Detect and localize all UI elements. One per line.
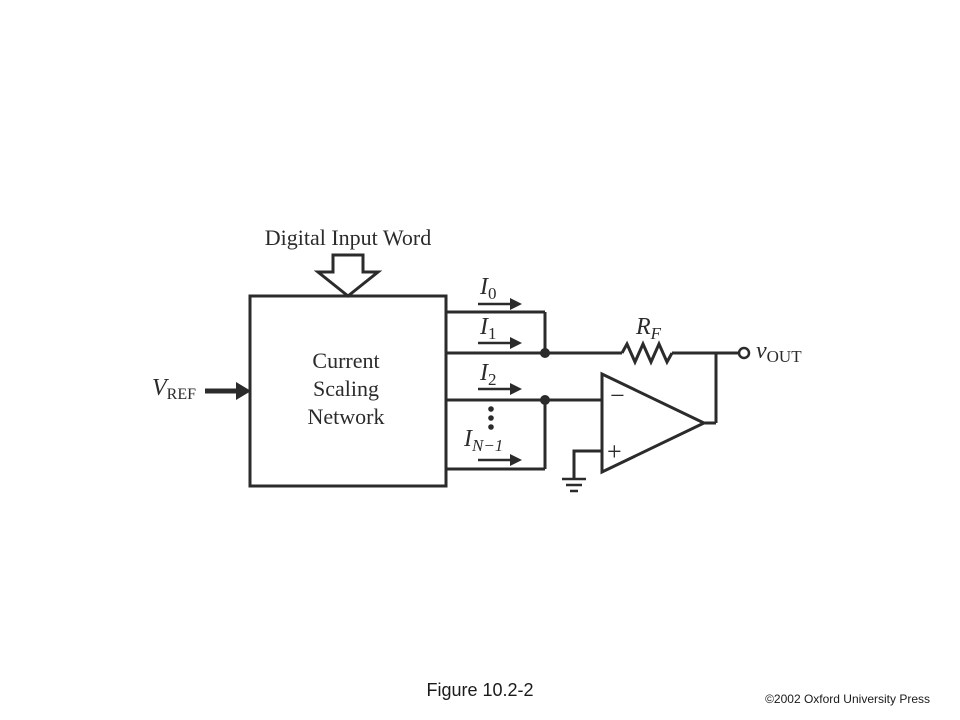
vout-label: vOUT <box>756 338 802 366</box>
ground-connection <box>572 449 602 479</box>
svg-text:I2: I2 <box>479 360 497 389</box>
vref-label: VREF <box>152 375 196 403</box>
figure-caption: Figure 10.2-2 <box>426 680 534 700</box>
copyright-notice: ©2002 Oxford University Press <box>765 692 930 706</box>
opamp-minus-sign: − <box>610 381 625 410</box>
opamp-plus-sign: + <box>607 437 622 466</box>
digital-input-arrow <box>313 253 383 298</box>
svg-text:I1: I1 <box>479 314 497 343</box>
current-i2: I2 <box>478 360 522 395</box>
resistor-rf-label: RF <box>635 314 662 343</box>
current-i1: I1 <box>478 314 522 349</box>
current-output-lines <box>446 310 547 471</box>
block-label-line-3: Network <box>308 404 385 429</box>
svg-text:IN−1: IN−1 <box>463 426 503 455</box>
digital-input-label: Digital Input Word <box>265 225 431 250</box>
current-in-1: IN−1 <box>463 426 522 466</box>
ground-icon <box>562 477 586 493</box>
output-terminal <box>737 346 751 360</box>
current-i0: I0 <box>478 274 522 310</box>
vref-arrow <box>205 382 251 400</box>
svg-text:I0: I0 <box>479 274 497 303</box>
ellipsis-dots <box>488 406 494 430</box>
feedback-path <box>545 340 738 425</box>
block-label-line-1: Current <box>312 348 379 373</box>
opamp-triangle <box>600 371 708 475</box>
block-label-line-2: Scaling <box>313 376 379 401</box>
